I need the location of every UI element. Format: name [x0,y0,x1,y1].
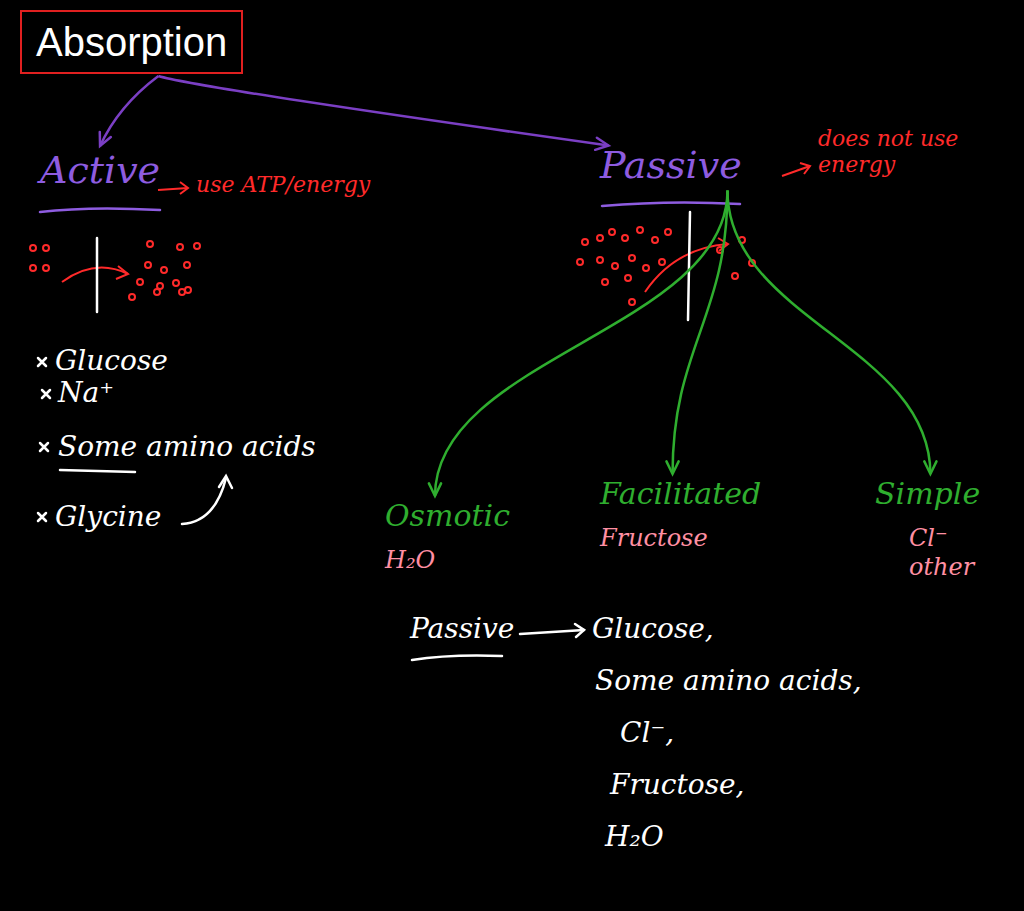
annotation: use ATP/energy [196,172,370,198]
node-heading: Osmotic [385,498,510,534]
node-body: Fructose [600,524,761,553]
connector-line [727,191,930,474]
connector-line [158,76,608,146]
list-item: Some amino acids [58,430,316,464]
connector [100,76,159,146]
subtype-heading: SimpleCl⁻ other [875,476,986,582]
arrowhead [100,132,111,146]
list-item: Glucose, [592,612,714,646]
list-item: Na⁺ [58,376,114,410]
arrowhead [429,483,441,496]
subtype-heading: FacilitatedFructose [600,476,761,553]
type-heading: Passive [600,143,742,189]
list-item: Glycine [55,500,161,534]
node-heading: Active [40,148,160,194]
node-heading: Passive [600,143,742,189]
type-heading: Active [40,148,160,194]
connector [727,191,936,474]
node-body: Cl⁻ other [909,524,986,582]
connector [429,191,728,496]
list-item: H₂O [605,820,664,854]
list-item: Glucose [55,344,168,378]
list-item: Some amino acids, [595,664,862,698]
node-heading: Simple [875,476,986,512]
node-heading: Absorption [36,18,227,66]
connector-line [435,191,727,496]
list-item: Cl⁻, [620,716,674,750]
list-item: Fructose, [610,768,744,802]
connector [666,191,727,474]
list-heading: Passive [410,612,514,646]
arrowhead [924,461,936,474]
annotation: does not use energy [818,126,988,179]
connector [158,76,608,150]
node-heading: Facilitated [600,476,761,512]
subtype-heading: OsmoticH₂O [385,498,510,575]
title-box: Absorption [20,10,243,74]
connector-line [673,191,728,474]
node-body: H₂O [385,546,510,575]
arrowhead [666,461,678,474]
connector-line [100,76,158,146]
